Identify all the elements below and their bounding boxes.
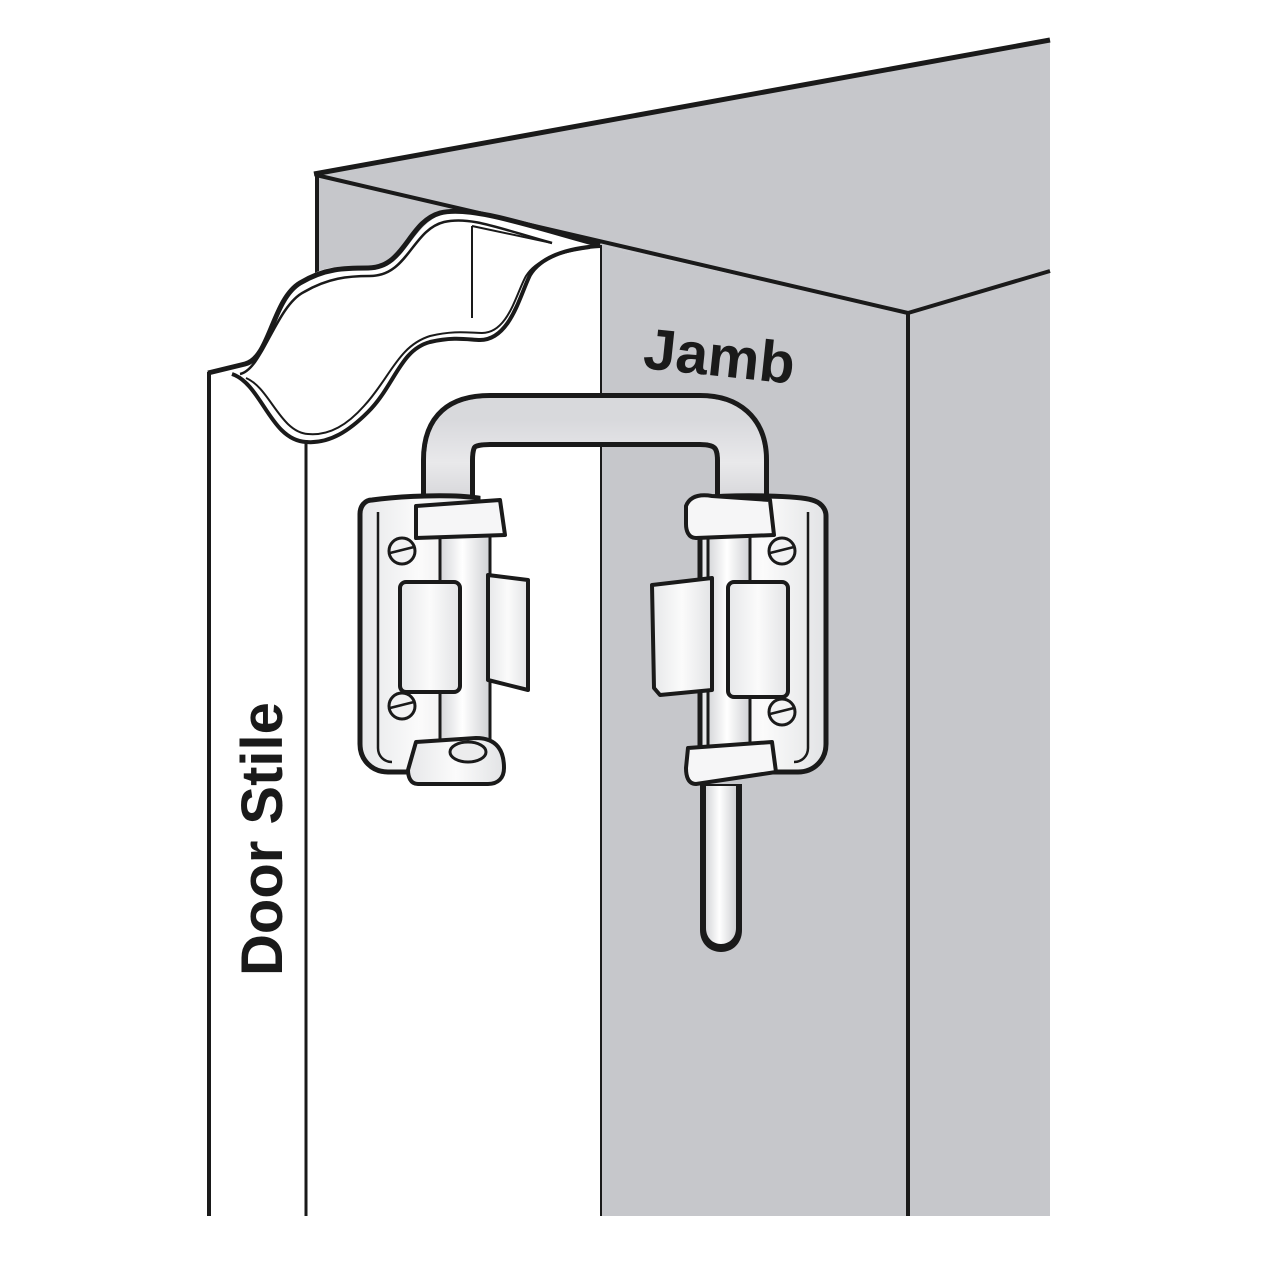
jamb-label: Jamb <box>641 316 798 396</box>
jamb-side-face <box>908 270 1050 1216</box>
screw-icon <box>387 536 417 566</box>
jamb-bracket <box>650 493 829 786</box>
screw-icon <box>767 697 797 727</box>
jamb-top-face <box>316 40 1050 313</box>
door-stile-label: Door Stile <box>230 702 295 976</box>
loop-bar <box>421 393 769 505</box>
bolt-pin <box>700 784 742 952</box>
loop-lock <box>357 393 829 952</box>
screw-icon <box>767 536 797 566</box>
stile-bracket <box>357 493 530 786</box>
screw-icon <box>387 691 417 721</box>
